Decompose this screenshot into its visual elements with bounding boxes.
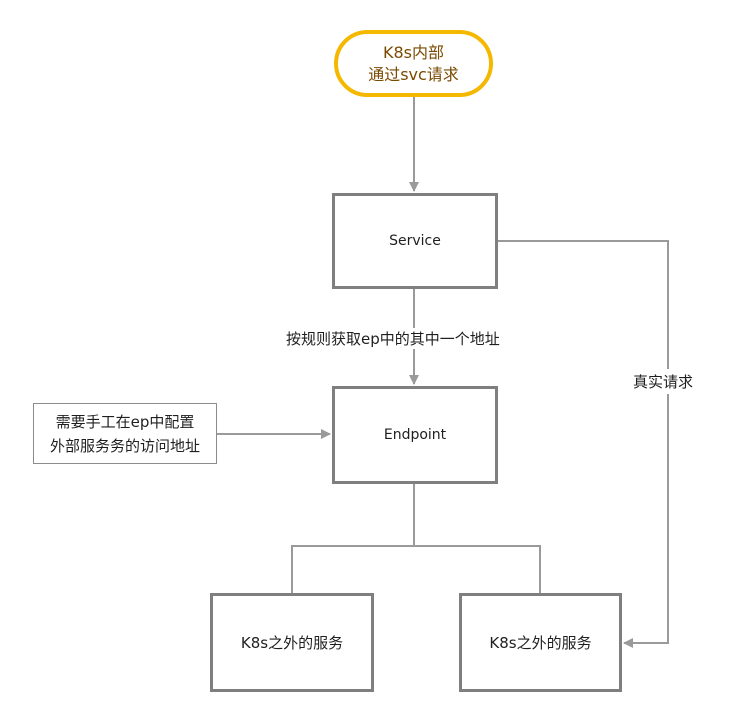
external-service-2-label: K8s之外的服务	[489, 634, 592, 652]
external-service-node-1: K8s之外的服务	[210, 593, 374, 692]
note-line2: 外部服务务的访问地址	[49, 436, 200, 455]
start-node-line2: 通过svc请求	[368, 64, 459, 84]
start-node: K8s内部 通过svc请求	[334, 30, 493, 97]
external-service-node-2: K8s之外的服务	[459, 593, 622, 692]
note-box: 需要手工在ep中配置 外部服务务的访问地址	[33, 403, 217, 464]
note-line1: 需要手工在ep中配置	[55, 412, 195, 431]
edge-label-real-request: 真实请求	[633, 369, 694, 394]
service-node-label: Service	[389, 233, 441, 249]
endpoint-node-label: Endpoint	[383, 427, 447, 443]
arrow-service-to-external	[498, 240, 669, 648]
connector-branch-bar	[291, 545, 541, 593]
start-node-line1: K8s内部	[382, 42, 444, 62]
service-node: Service	[332, 193, 498, 289]
endpoint-node: Endpoint	[332, 386, 498, 484]
edge-label-service-to-endpoint: 按规则获取ep中的其中一个地址	[284, 328, 502, 349]
external-service-1-label: K8s之外的服务	[240, 634, 344, 652]
